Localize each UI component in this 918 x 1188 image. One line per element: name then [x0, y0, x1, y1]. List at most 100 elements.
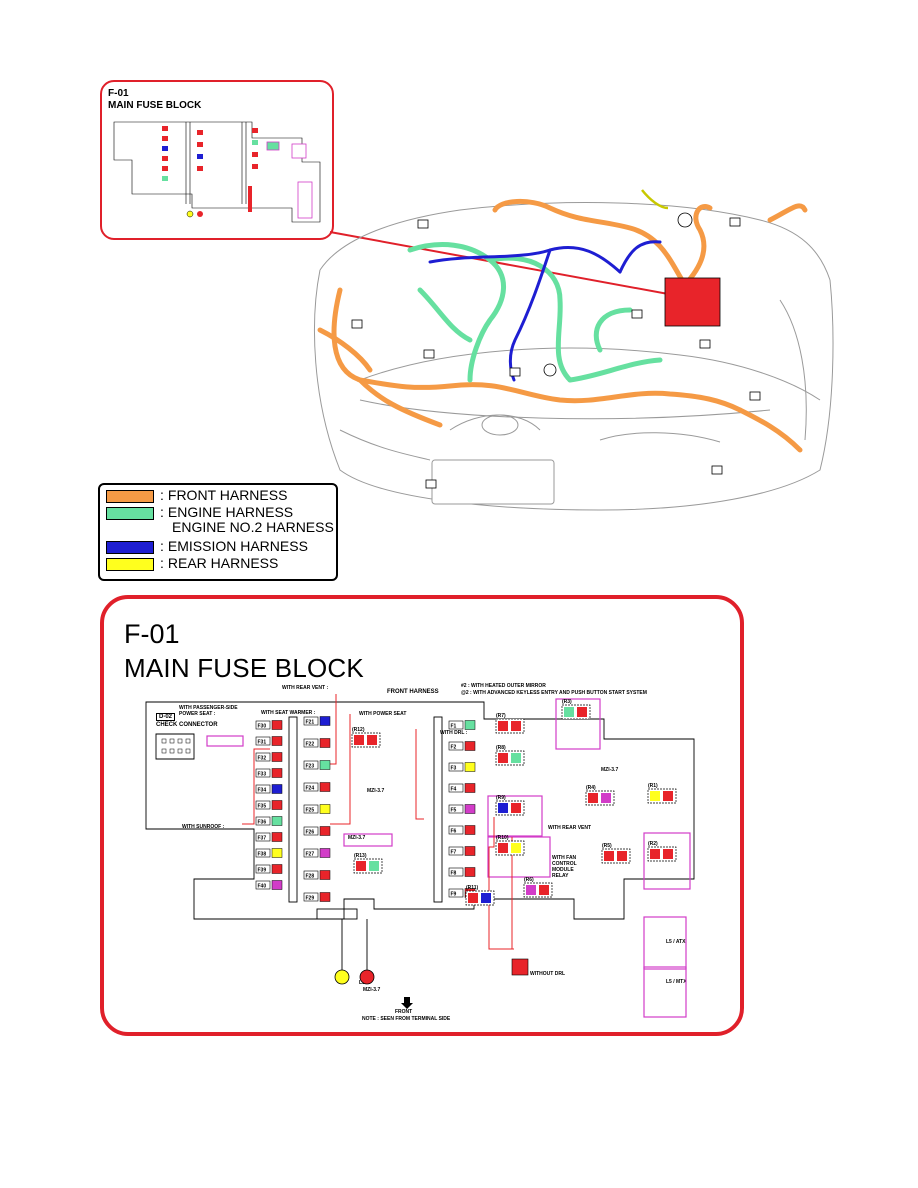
fuse-right-f6: F6	[448, 825, 476, 835]
thumbnail-code: F-01	[108, 88, 129, 99]
fuse-label: F7	[451, 850, 457, 856]
fuse-mid-f22: F22	[303, 738, 331, 748]
fuse-label: F28	[306, 874, 315, 880]
fuse-terminal	[271, 848, 283, 858]
relay-r11: (R11)	[465, 885, 495, 906]
fuse-terminal	[271, 752, 283, 762]
fuse-mid-f29: F29	[303, 892, 331, 902]
fuse-terminal	[319, 760, 331, 770]
relay-label: (R4)	[586, 785, 596, 791]
fuse-left-f33: F33	[255, 768, 283, 778]
check-connector-code: D-02	[156, 713, 176, 721]
fuse-mid-f25: F25	[303, 804, 331, 814]
rear-harness-swatch	[106, 558, 154, 571]
fuse-terminal	[271, 816, 283, 826]
fuse-mid-f27: F27	[303, 848, 331, 858]
fuse-label: F24	[306, 786, 315, 792]
label-front: FRONT	[395, 1009, 413, 1015]
fuse-label: F34	[258, 788, 267, 794]
label-l5-bottom: L5	[359, 980, 365, 986]
fuse-right-f2: F2	[448, 741, 476, 751]
optional-equipment-highlights	[206, 698, 691, 1018]
fuse-label: F9	[451, 892, 457, 898]
label-mzi-r13: MZI-3.7	[348, 835, 366, 841]
fuse-left-f38: F38	[255, 848, 283, 858]
relay-r2: (R2)	[647, 841, 677, 862]
fuse-label: F40	[258, 884, 267, 890]
label-with-drl: WITH DRL :	[440, 730, 468, 736]
legend-item-front: :FRONT HARNESS	[106, 488, 287, 503]
fuse-label: F5	[451, 808, 457, 814]
fuse-terminal	[464, 846, 476, 856]
label-with-rear-vent: WITH REAR VENT	[548, 825, 592, 831]
optional-wiring-lines	[242, 694, 514, 950]
engine-bay-illustration	[314, 189, 834, 511]
fuse-terminal	[319, 782, 331, 792]
fuse-terminal	[319, 738, 331, 748]
relay-r8: (R8)	[495, 745, 525, 766]
fuse-mid-f28: F28	[303, 870, 331, 880]
fuse-left-f34: F34	[255, 784, 283, 794]
label-without-drl: WITHOUT DRL	[530, 971, 565, 977]
note-heated-mirror: #2 : WITH HEATED OUTER MIRROR	[461, 683, 546, 689]
note-keyless-entry: @2 : WITH ADVANCED KEYLESS ENTRY AND PUS…	[461, 690, 647, 696]
fuse-label: F25	[306, 808, 315, 814]
fuse-mid-f26: F26	[303, 826, 331, 836]
legend-label-emission: EMISSION HARNESS	[167, 538, 308, 554]
legend-item-emission: :EMISSION HARNESS	[106, 539, 308, 554]
front-arrow-icon	[401, 997, 413, 1009]
fuse-label: F2	[451, 745, 457, 751]
legend-item-rear: :REAR HARNESS	[106, 556, 278, 571]
label-l5-atx: L5 / ATX	[666, 939, 686, 945]
label-terminal-side-note: NOTE : SEEN FROM TERMINAL SIDE	[362, 1016, 451, 1022]
label-with-seat-warmer: WITH SEAT WARMER :	[261, 710, 316, 716]
label-mzi-bottom: MZI-3.7	[363, 987, 381, 993]
fuse-right-f8: F8	[448, 867, 476, 877]
fuse-terminal	[319, 804, 331, 814]
label-l5-mtx: L5 / MTX	[666, 979, 687, 985]
relay-label: (R7)	[496, 713, 506, 719]
label-mzi-r12: MZI-3.7	[367, 788, 385, 794]
detail-code: F-01	[124, 619, 180, 649]
leader-line	[329, 231, 691, 299]
legend-label-engine-no2: ENGINE NO.2 HARNESS	[172, 519, 334, 535]
relay-r4: (R4)	[585, 785, 615, 806]
fuse-terminal	[464, 741, 476, 751]
relay-label: (R10)	[496, 835, 509, 841]
fuse-label: F26	[306, 830, 315, 836]
thumbnail-fuse-marks	[162, 126, 313, 219]
fuse-label: F31	[258, 740, 267, 746]
emission-harness-swatch	[106, 541, 154, 554]
relay-label: (R9)	[496, 795, 506, 801]
fuse-right-f7: F7	[448, 846, 476, 856]
fuse-terminal	[271, 864, 283, 874]
relay-r3: (R3)	[561, 699, 591, 720]
relay-label: (R6)	[524, 877, 534, 883]
relay-label: (R3)	[562, 699, 572, 705]
fuse-terminal	[271, 720, 283, 730]
fuse-terminal	[464, 783, 476, 793]
fuse-label: F36	[258, 820, 267, 826]
fuse-label: F4	[451, 787, 457, 793]
fuse-label: F35	[258, 804, 267, 810]
label-with-rear-vent-top: WITH REAR VENT :	[282, 685, 329, 691]
fuse-block-housing	[145, 701, 695, 974]
legend-label-engine: ENGINE HARNESS	[167, 504, 294, 520]
fuse-label: F39	[258, 868, 267, 874]
fuse-terminal	[319, 826, 331, 836]
relay-label: (R2)	[648, 841, 658, 847]
front-harness-label: FRONT HARNESS	[387, 689, 439, 695]
fuse-label: F30	[258, 724, 267, 730]
fuse-right-f1: F1	[448, 720, 476, 730]
check-connector-label: CHECK CONNECTOR	[156, 722, 218, 728]
fuse-terminal	[319, 892, 331, 902]
relay-label: (R11)	[466, 885, 479, 891]
fuse-terminal	[271, 784, 283, 794]
fuse-mid-f24: F24	[303, 782, 331, 792]
fuse-label: F22	[306, 742, 315, 748]
fuse-terminal	[271, 832, 283, 842]
fuse-terminal	[271, 736, 283, 746]
without-drl-fuse	[511, 958, 529, 976]
